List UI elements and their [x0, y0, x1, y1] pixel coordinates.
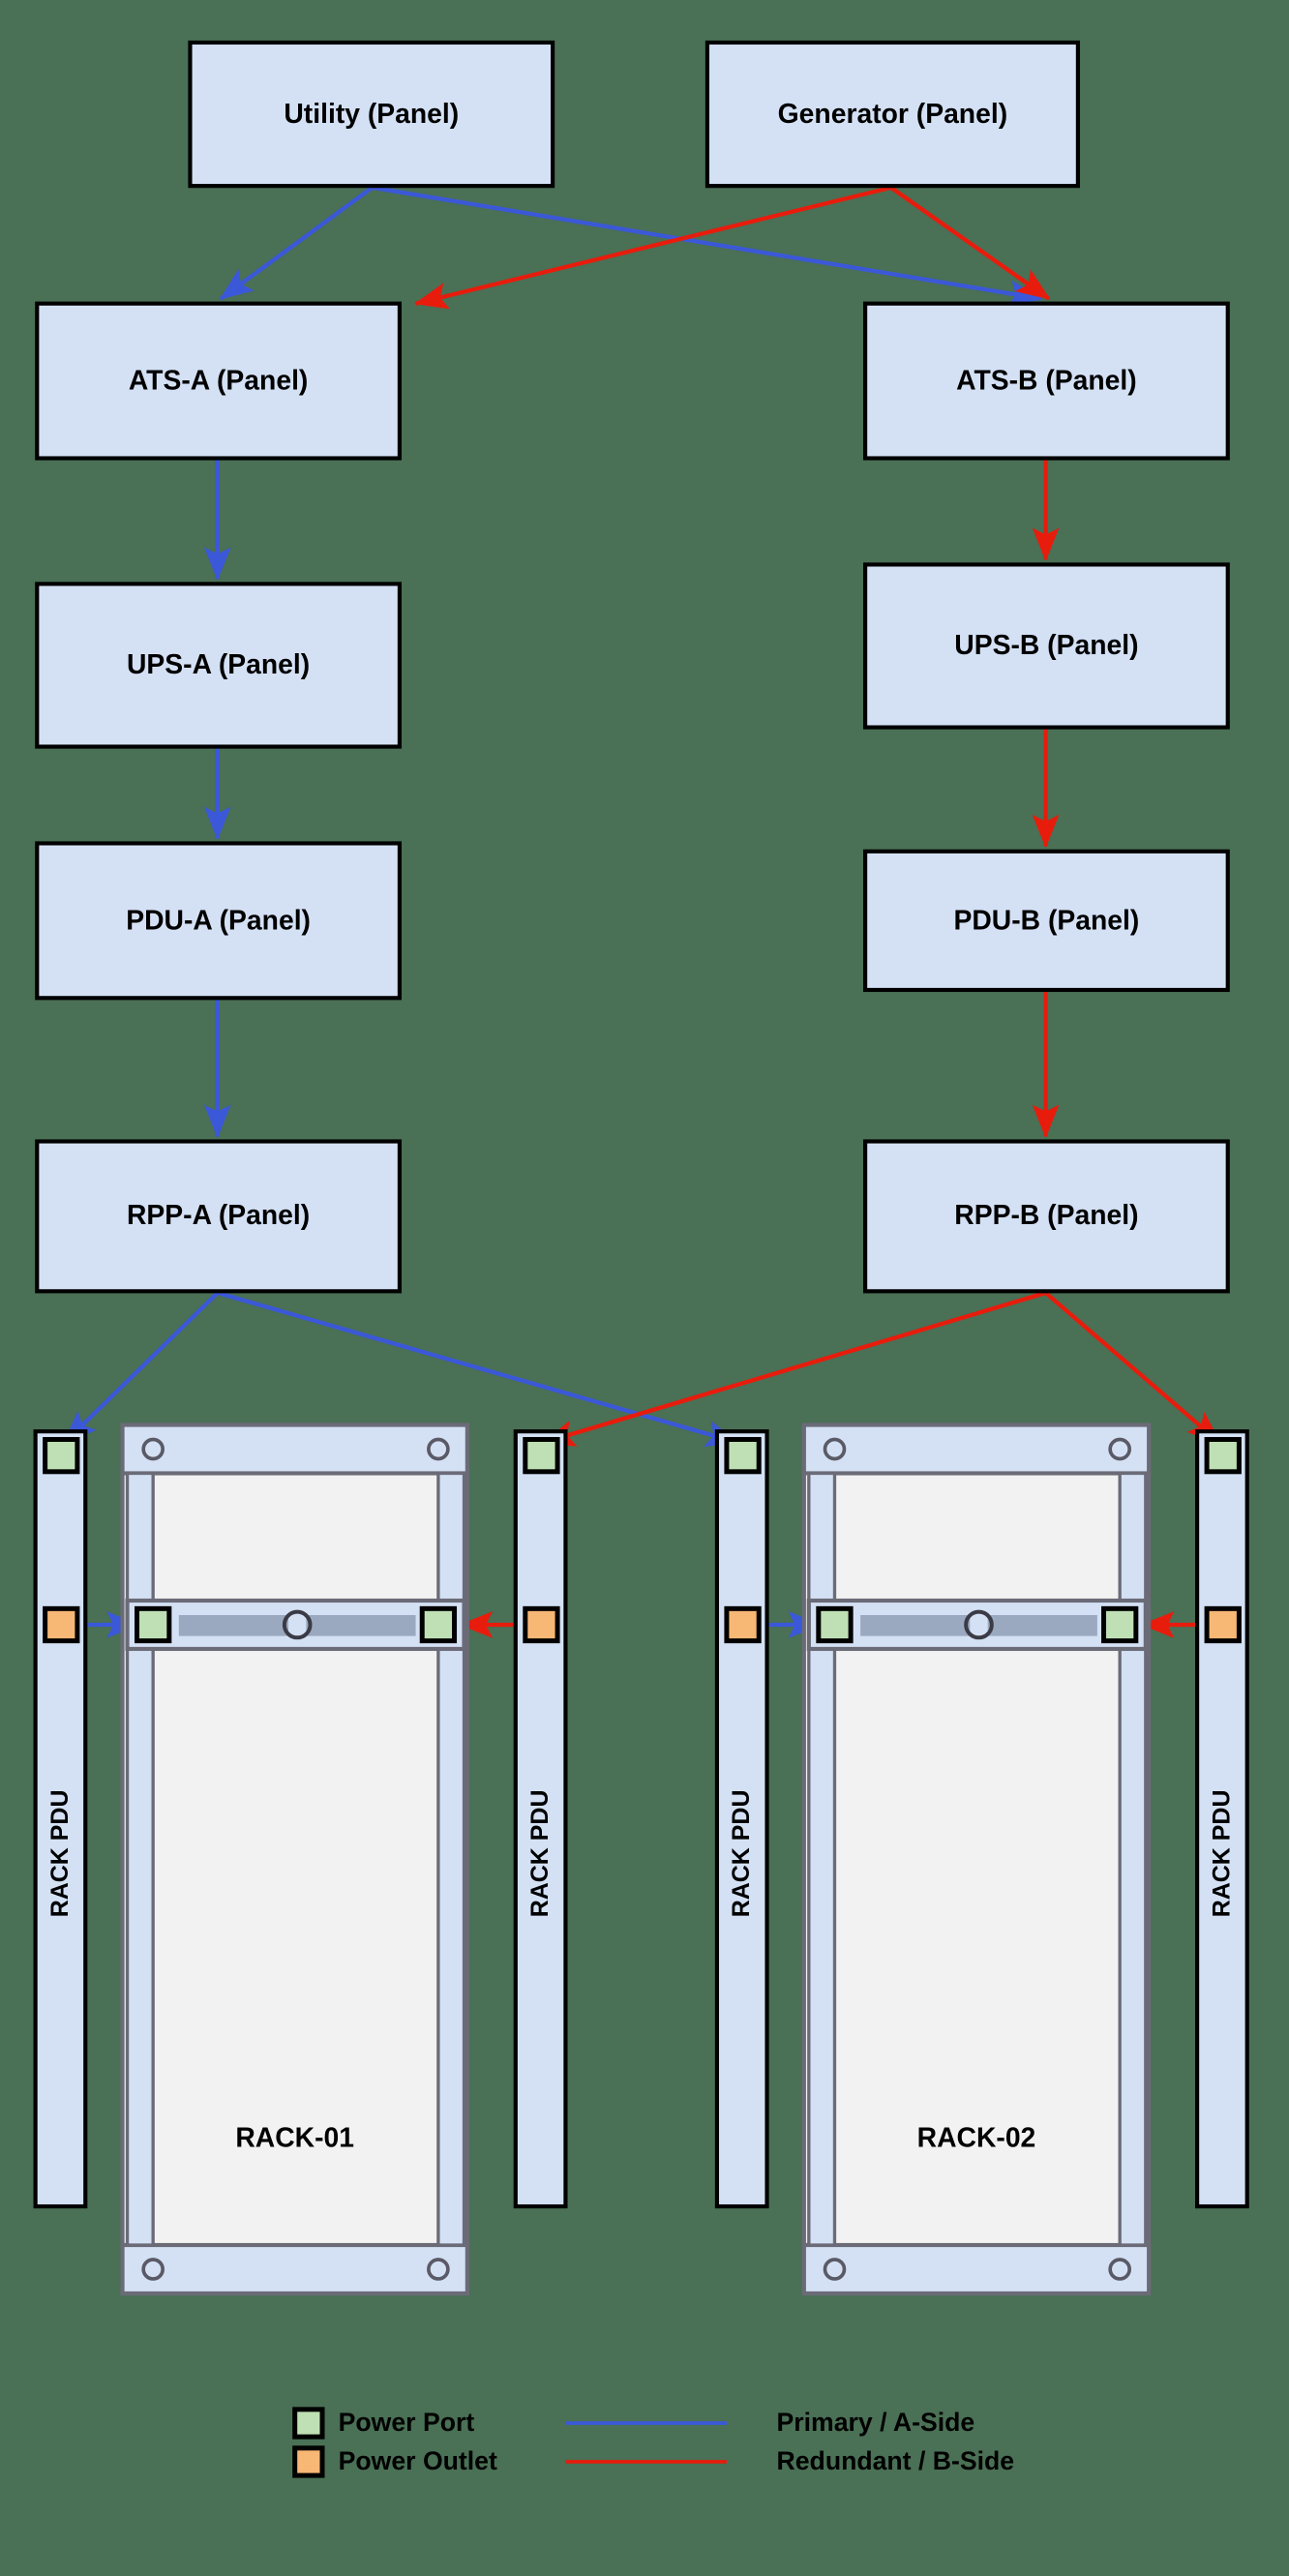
- panel-ups-b[interactable]: UPS-B (Panel): [863, 562, 1230, 730]
- power-port-icon[interactable]: [43, 1437, 80, 1475]
- rack-rack01[interactable]: RACK-01: [120, 1423, 469, 2296]
- rack-pdu-r02-a[interactable]: RACK PDU: [714, 1429, 769, 2209]
- power-outlet-swatch-icon: [292, 2445, 325, 2478]
- link-rpp-a-pdu-r01-a: [63, 1291, 220, 1445]
- rack01-device-unit[interactable]: [125, 1598, 466, 1652]
- link-utility-ats-b: [372, 185, 1043, 307]
- power-port-icon[interactable]: [1101, 1605, 1139, 1644]
- rack01-name: RACK-01: [235, 2121, 354, 2152]
- panel-pdu-b[interactable]: PDU-B (Panel): [863, 849, 1230, 993]
- rack-pdu-label: RACK PDU: [728, 1790, 755, 1918]
- legend-label-redundant-b-side: Redundant / B-Side: [777, 2446, 1015, 2475]
- panel-pdu-a-label: PDU-A (Panel): [126, 905, 311, 936]
- rack02-device-unit[interactable]: [806, 1598, 1148, 1652]
- panel-layer: Utility (Panel) Generator (Panel) ATS-A …: [35, 40, 1230, 1294]
- rack-rack02[interactable]: RACK-02: [801, 1423, 1152, 2296]
- panel-ups-a-label: UPS-A (Panel): [127, 648, 310, 679]
- power-port-icon[interactable]: [1204, 1437, 1242, 1475]
- legend-label-power-outlet: Power Outlet: [339, 2446, 497, 2475]
- legend-label-power-port: Power Port: [339, 2408, 475, 2437]
- rack-pdu-label: RACK PDU: [46, 1790, 74, 1918]
- link-rpp-a-pdu-r02-a: [217, 1290, 740, 1448]
- power-port-icon[interactable]: [724, 1437, 762, 1475]
- rack-pdu-layer: RACK PDU RACK PDU RACK PDU RACK: [33, 1429, 1249, 2209]
- panel-pdu-b-label: PDU-B (Panel): [954, 905, 1140, 936]
- connection-layer: [63, 185, 1221, 1638]
- panel-generator-label: Generator (Panel): [778, 98, 1007, 129]
- power-outlet-icon[interactable]: [523, 1605, 560, 1644]
- rack-pdu-r01-a[interactable]: RACK PDU: [33, 1429, 88, 2209]
- link-rpp-b-pdu-r02-b: [1044, 1291, 1221, 1445]
- panel-ats-b-label: ATS-B (Panel): [956, 365, 1137, 396]
- link-utility-ats-a: [219, 186, 374, 301]
- link-rpp-b-pdu-r01-b: [541, 1290, 1047, 1447]
- power-port-icon[interactable]: [523, 1437, 560, 1475]
- legend-item-redundant-b-side: Redundant / B-Side: [565, 2446, 1014, 2475]
- power-port-icon[interactable]: [816, 1605, 854, 1644]
- power-outlet-icon[interactable]: [1204, 1605, 1242, 1644]
- rack-pdu-r01-b[interactable]: RACK PDU: [513, 1429, 568, 2209]
- panel-rpp-b-label: RPP-B (Panel): [954, 1199, 1138, 1230]
- power-port-swatch-icon: [292, 2407, 325, 2440]
- legend-item-power-port: Power Port: [292, 2407, 475, 2440]
- panel-rpp-a-label: RPP-A (Panel): [127, 1199, 310, 1230]
- panel-ups-a[interactable]: UPS-A (Panel): [35, 582, 403, 749]
- rack-pdu-label: RACK PDU: [1208, 1790, 1235, 1918]
- rack-pdu-label: RACK PDU: [526, 1790, 554, 1918]
- legend-item-power-outlet: Power Outlet: [292, 2445, 497, 2478]
- panel-ats-b[interactable]: ATS-B (Panel): [863, 301, 1230, 461]
- panel-pdu-a[interactable]: PDU-A (Panel): [35, 841, 403, 1001]
- legend: Power Port Power Outlet Primary / A-Side…: [292, 2407, 1014, 2478]
- rack-pdu-r02-b[interactable]: RACK PDU: [1195, 1429, 1249, 2209]
- panel-utility-label: Utility (Panel): [284, 98, 459, 129]
- link-generator-ats-a: [413, 185, 892, 310]
- power-port-icon[interactable]: [135, 1605, 172, 1644]
- link-generator-ats-b: [889, 186, 1051, 301]
- panel-ats-a-label: ATS-A (Panel): [129, 365, 309, 396]
- panel-utility[interactable]: Utility (Panel): [188, 40, 555, 189]
- legend-label-primary-a-side: Primary / A-Side: [777, 2408, 975, 2437]
- power-outlet-icon[interactable]: [43, 1605, 80, 1644]
- panel-generator[interactable]: Generator (Panel): [704, 40, 1080, 189]
- rack02-name: RACK-02: [917, 2121, 1036, 2152]
- power-port-icon[interactable]: [419, 1605, 458, 1644]
- legend-item-primary-a-side: Primary / A-Side: [565, 2408, 974, 2437]
- panel-rpp-b[interactable]: RPP-B (Panel): [863, 1139, 1230, 1294]
- power-outlet-icon[interactable]: [724, 1605, 762, 1644]
- panel-ups-b-label: UPS-B (Panel): [954, 629, 1138, 660]
- panel-rpp-a[interactable]: RPP-A (Panel): [35, 1139, 403, 1294]
- panel-ats-a[interactable]: ATS-A (Panel): [35, 301, 403, 461]
